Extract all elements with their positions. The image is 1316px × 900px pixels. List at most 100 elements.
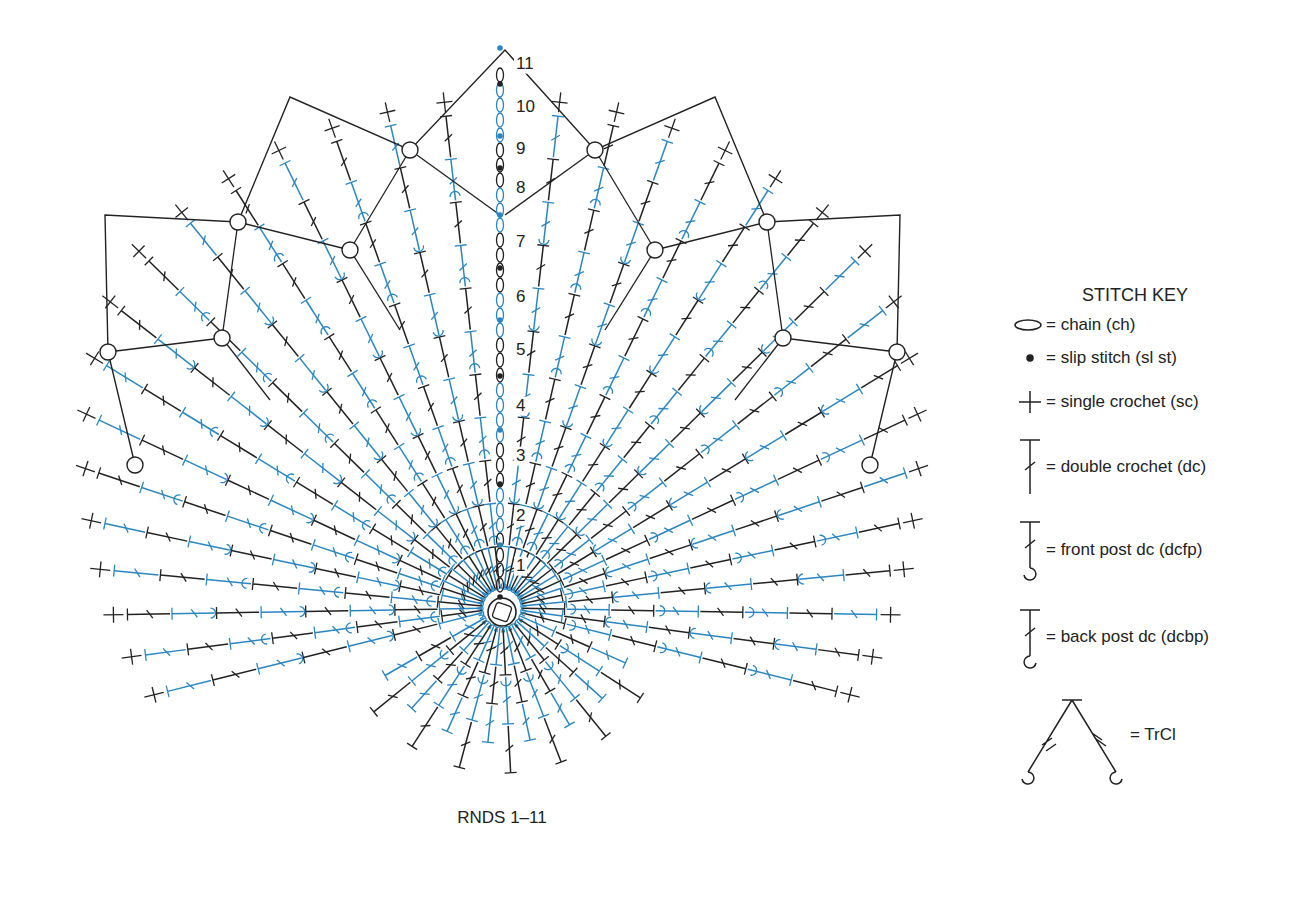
dc-top [818, 496, 822, 507]
dc-tick [334, 525, 336, 535]
dc-top [815, 643, 817, 655]
dc-top [588, 209, 600, 212]
dc-stitch [544, 718, 561, 762]
post-hook [571, 284, 581, 290]
post-hook [450, 191, 460, 197]
dc-tick [486, 647, 495, 651]
dc-stitch [568, 436, 586, 473]
sc-bar [859, 246, 870, 257]
dc-stitch [149, 261, 179, 290]
dc-tick [500, 647, 508, 653]
dc-stitch [419, 638, 451, 657]
dc-top [647, 180, 658, 184]
dc-top [166, 686, 169, 698]
dc-stitch [335, 443, 365, 472]
dc-top [272, 632, 274, 644]
dc-tick [290, 533, 293, 542]
dc-stitch [258, 658, 301, 669]
dc-tick [663, 570, 671, 577]
dc-tick [832, 534, 840, 541]
dc-stitch [168, 681, 211, 692]
post-hook [373, 350, 382, 357]
dc-top [608, 124, 620, 127]
dc-top [563, 523, 572, 531]
dc-top [280, 160, 291, 165]
dc-tick [713, 438, 723, 441]
dc-stitch [583, 447, 605, 482]
dc-top [731, 632, 733, 644]
dc-stitch [183, 412, 219, 434]
dc-tick [570, 562, 579, 566]
dc-tick [425, 451, 430, 460]
dc-tick [205, 465, 207, 475]
round-number: 10 [514, 98, 537, 117]
dc-stitch [180, 291, 210, 320]
dc-tick [441, 354, 447, 362]
dc-stitch [351, 182, 365, 221]
dc-top [441, 516, 451, 522]
dc-stitch [648, 568, 688, 577]
dc-tick [333, 547, 336, 556]
dc-top [744, 663, 747, 675]
dc-top [879, 306, 886, 315]
dc-top [816, 455, 821, 466]
sc-bar [552, 101, 568, 103]
dc-top [272, 554, 274, 566]
dc-top [502, 723, 514, 725]
dc-top [856, 384, 862, 394]
dc-top [466, 718, 478, 721]
dc-tick [565, 314, 574, 318]
dc-tick [575, 272, 584, 276]
dc-tick [768, 273, 778, 275]
dc-tick [394, 471, 396, 481]
dc-top [754, 287, 763, 295]
dc-top [114, 565, 115, 577]
dc-tick [538, 670, 542, 679]
dc-top [564, 722, 574, 728]
dc-top [369, 524, 375, 534]
dc-stitch [760, 257, 786, 289]
dc-top [226, 510, 230, 521]
round-number: 3 [514, 447, 527, 466]
dc-tick [480, 523, 486, 531]
post-hook [388, 294, 398, 301]
dc-tick [227, 578, 232, 587]
dc-stitch [859, 524, 899, 533]
dc-stitch [693, 531, 734, 545]
dc-top [437, 596, 438, 608]
dc-tick [332, 626, 339, 633]
dc-stitch [415, 540, 450, 567]
dc-tick [579, 578, 587, 584]
dc-top [603, 580, 605, 592]
dc-tick [515, 679, 522, 687]
dc-tick [466, 677, 476, 679]
post-hook [187, 360, 195, 369]
dc-stitch [478, 506, 487, 546]
dc-top [645, 535, 650, 546]
dc-top [301, 297, 311, 303]
dc-stitch [699, 264, 721, 299]
dc-tick [484, 479, 491, 486]
round-number: 5 [514, 341, 527, 360]
dc-stitch [592, 648, 626, 663]
dc-tick [793, 468, 802, 473]
dc-top [654, 640, 657, 652]
dc-tick [432, 549, 433, 559]
dc-stitch [587, 397, 605, 434]
dc-tick [429, 559, 431, 569]
legend-entry: = front post dc (dcfp) [1046, 541, 1202, 560]
dc-tick [163, 445, 165, 455]
dc-tick [285, 336, 287, 346]
dc-top [183, 496, 187, 507]
dc-tick [447, 684, 457, 686]
dc-tick [124, 524, 128, 533]
dc-top [469, 374, 481, 375]
dc-tick [411, 514, 412, 524]
post-hook [286, 474, 294, 483]
dc-stitch [437, 475, 455, 512]
post-hook [523, 674, 533, 681]
dc-stitch [259, 459, 295, 481]
dc-stitch [412, 707, 438, 746]
dc-stitch [272, 324, 298, 356]
dc-tick [578, 568, 587, 573]
